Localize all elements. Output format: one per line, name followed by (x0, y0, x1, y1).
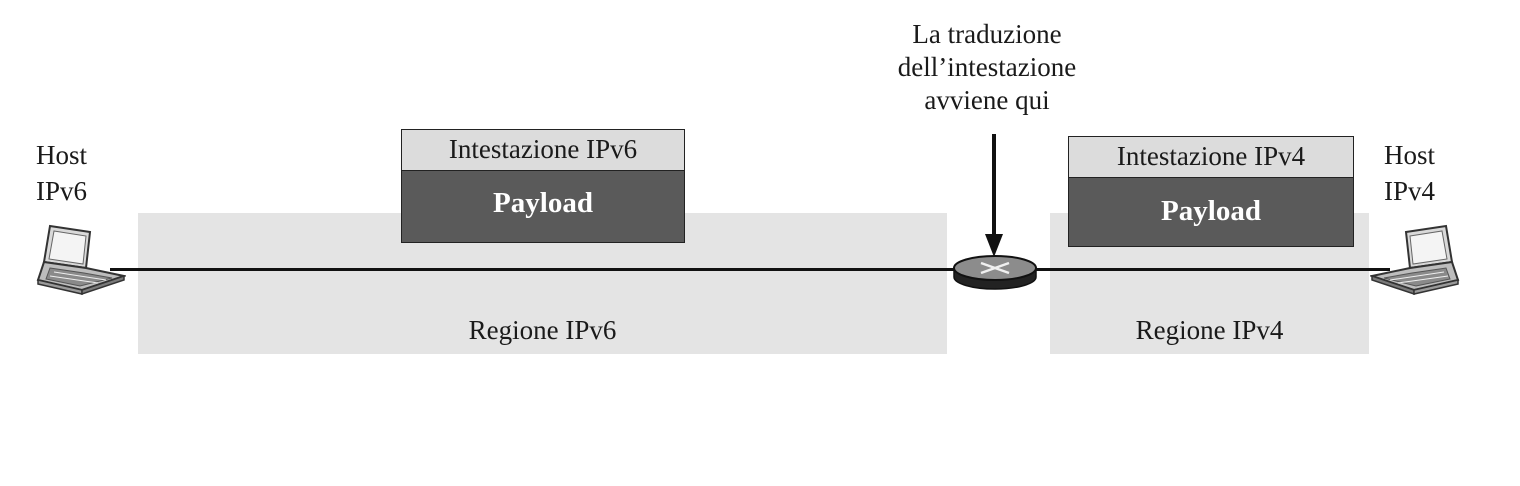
packet-ipv4: Intestazione IPv4 Payload (1068, 136, 1354, 247)
laptop-icon (1370, 224, 1460, 296)
translation-callout: La traduzione dell’intestazione avviene … (857, 18, 1117, 117)
host-ipv6-line1: Host (36, 140, 88, 170)
arrow-down-icon (985, 134, 1003, 257)
laptop-icon (36, 224, 126, 296)
packet-ipv6-header: Intestazione IPv6 (402, 130, 684, 171)
region-ipv6-label: Regione IPv6 (468, 315, 617, 345)
callout-line2: dell’intestazione (897, 52, 1077, 82)
callout-line3: avviene qui (924, 85, 1050, 115)
router-icon (953, 255, 1037, 290)
packet-ipv6: Intestazione IPv6 Payload (401, 129, 685, 243)
packet-ipv4-payload: Payload (1069, 178, 1353, 246)
link-ipv4 (1030, 268, 1390, 271)
region-ipv4-label: Regione IPv4 (1135, 315, 1284, 345)
packet-ipv6-payload: Payload (402, 171, 684, 242)
host-ipv6-label: Host IPv6 (36, 137, 87, 209)
callout-line1: La traduzione (912, 19, 1062, 49)
host-ipv6-line2: IPv6 (36, 176, 88, 206)
host-ipv4-line2: IPv4 (1384, 176, 1436, 206)
host-ipv4-line1: Host (1384, 140, 1436, 170)
packet-ipv4-header: Intestazione IPv4 (1069, 137, 1353, 178)
link-ipv6 (110, 268, 960, 271)
host-ipv4-label: Host IPv4 (1384, 137, 1435, 209)
